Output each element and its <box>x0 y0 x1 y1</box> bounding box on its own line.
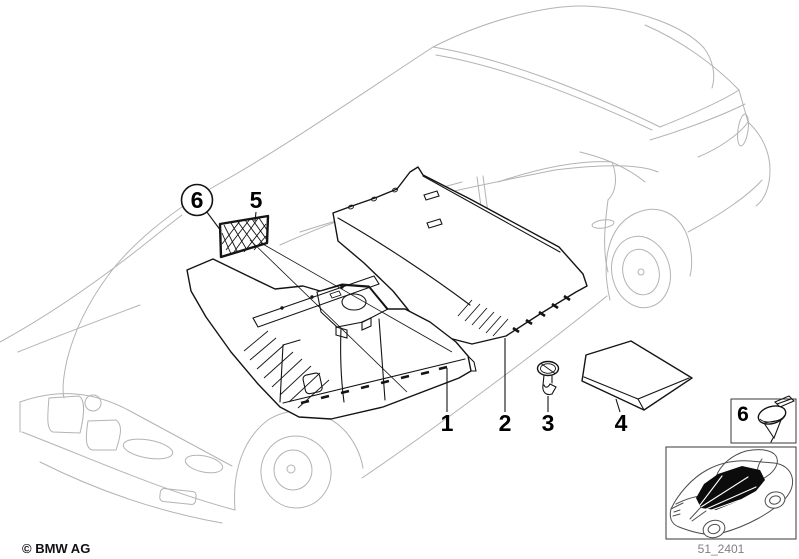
part-3-fastener <box>536 360 560 396</box>
part-4-footrest-wedge <box>581 340 693 411</box>
clip-icon <box>757 395 795 443</box>
part-2-rear-floor-covering <box>332 166 588 345</box>
inset-clip-box: 6 <box>730 395 797 444</box>
leader-lines <box>206 211 621 413</box>
callouts: 1 2 3 4 5 6 <box>180 183 628 436</box>
callout-4[interactable]: 4 <box>615 410 628 436</box>
diagram-code: 51_2401 <box>698 542 745 556</box>
callout-6-circle[interactable] <box>180 183 214 217</box>
part-1-front-floor-covering <box>186 258 477 420</box>
callout-6-inset[interactable]: 6 <box>737 403 749 426</box>
callout-6[interactable]: 6 <box>191 187 204 213</box>
inset-location-car: 51_2401 <box>665 446 797 556</box>
callout-2[interactable]: 2 <box>499 410 512 436</box>
mini-car <box>669 449 794 539</box>
copyright-text: © BMW AG <box>22 541 90 556</box>
callout-5[interactable]: 5 <box>250 187 263 213</box>
callout-3[interactable]: 3 <box>542 410 555 436</box>
callout-1[interactable]: 1 <box>441 410 454 436</box>
part-5-storage-net <box>218 214 270 259</box>
